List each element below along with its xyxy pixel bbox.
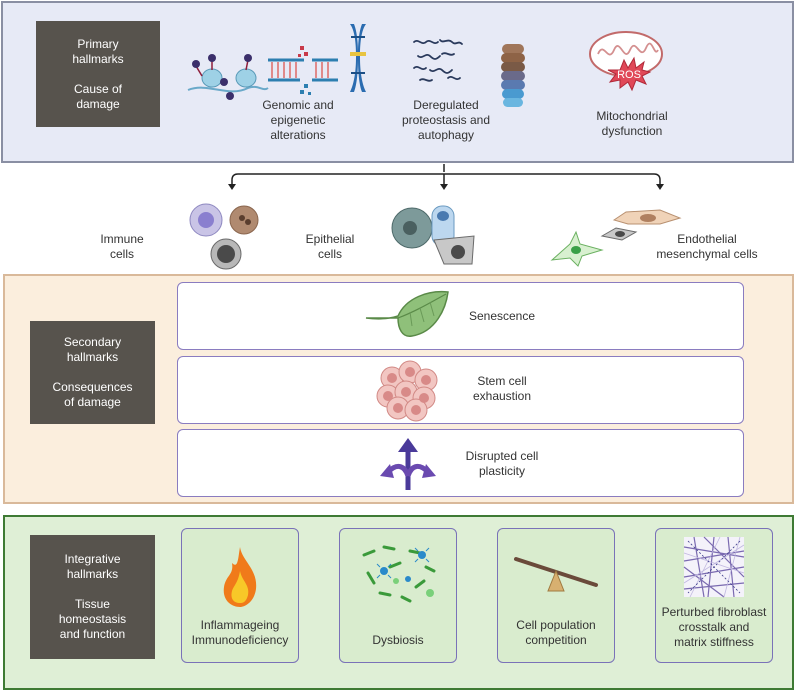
seesaw-icon bbox=[514, 557, 598, 592]
arrow-epithelial bbox=[440, 184, 448, 190]
stem-cell-label: Stem cell exhaustion bbox=[472, 374, 532, 403]
stem-cell-row bbox=[177, 356, 744, 424]
misfolded-protein-icon bbox=[413, 39, 463, 82]
leaf-icon bbox=[365, 290, 449, 337]
senescence-label: Senescence bbox=[468, 309, 536, 323]
integrative-sub-line1: Tissue bbox=[75, 597, 110, 611]
integrative-label-line2: hallmarks bbox=[66, 567, 119, 581]
integrative-label-line1: Integrative bbox=[64, 552, 121, 566]
epithelial-cells-label: Epithelial cells bbox=[305, 232, 355, 261]
inflammageing-line2: Immunodeficiency bbox=[191, 633, 289, 647]
microbes-icon bbox=[362, 545, 436, 603]
inflammageing-line1: Inflammageing bbox=[200, 618, 280, 632]
plasticity-row bbox=[177, 429, 744, 497]
genomic-line3: alterations bbox=[270, 128, 326, 142]
arrow-immune bbox=[228, 184, 236, 190]
primary-sub-line1: Cause of bbox=[73, 81, 123, 96]
mesenchymal-cells-icon bbox=[550, 209, 682, 267]
integrative-sub-line3: and function bbox=[59, 627, 126, 641]
arrow-endothelial bbox=[656, 184, 664, 190]
secondary-sub-line2: of damage bbox=[64, 395, 121, 409]
mito-line2: dysfunction bbox=[601, 124, 663, 138]
mito-line1: Mitochondrial bbox=[596, 109, 668, 123]
plasticity-label: Disrupted cell plasticity bbox=[465, 449, 539, 478]
competition-line2: competition bbox=[525, 633, 587, 647]
dysbiosis-line1: Dysbiosis bbox=[372, 633, 424, 647]
genomic-line1: Genomic and bbox=[262, 98, 334, 112]
diverging-arrows-icon bbox=[380, 438, 436, 490]
mitochondria-caption: Mitochondrial dysfunction bbox=[584, 109, 680, 139]
primary-label-line1: Primary bbox=[77, 36, 119, 51]
immune-cells-icon bbox=[189, 203, 259, 270]
dna-chromatin-icon bbox=[187, 46, 338, 100]
secondary-label-line2: hallmarks bbox=[66, 350, 119, 364]
genomic-caption: Genomic and epigenetic alterations bbox=[248, 98, 348, 143]
endothelial-cells-label: Endothelial mesenchymal cells bbox=[656, 232, 758, 261]
proteostasis-line3: autophagy bbox=[417, 128, 475, 142]
primary-sub-line2: damage bbox=[76, 96, 120, 111]
fibroblast-line1: Perturbed fibroblast bbox=[661, 605, 767, 619]
epithelial-cells-icon bbox=[391, 205, 475, 265]
flame-icon bbox=[223, 547, 257, 607]
genomic-line2: epigenetic bbox=[270, 113, 326, 127]
fibroblast-line3: matrix stiffness bbox=[674, 635, 754, 649]
competition-line1: Cell population bbox=[516, 618, 596, 632]
proteostasis-caption: Deregulated proteostasis and autophagy bbox=[394, 98, 498, 143]
immune-cells-label: Immune cells bbox=[100, 232, 144, 261]
secondary-sub-line1: Consequences bbox=[52, 380, 133, 394]
proteostasis-line2: proteostasis and bbox=[401, 113, 491, 127]
fibroblast-line2: crosstalk and bbox=[678, 620, 750, 634]
proteasome-icon bbox=[501, 44, 525, 107]
dysbiosis-card: Dysbiosis bbox=[339, 528, 457, 663]
chromosome-icon bbox=[350, 24, 366, 92]
ros-label: ROS bbox=[617, 69, 641, 81]
primary-label-line2: hallmarks bbox=[72, 51, 124, 66]
secondary-label-line1: Secondary bbox=[63, 335, 122, 349]
fibroblast-card: Perturbed fibroblast crosstalk and matri… bbox=[655, 528, 773, 663]
mitochondrion-icon: ROS bbox=[589, 31, 663, 92]
integrative-sub-line2: homeostasis bbox=[58, 612, 127, 626]
matrix-fibers-icon bbox=[683, 536, 745, 598]
cell-competition-card: Cell population competition bbox=[497, 528, 615, 663]
inflammageing-card: Inflammageing Immunodeficiency bbox=[181, 528, 299, 663]
stem-cell-cluster-icon bbox=[376, 360, 438, 422]
proteostasis-line1: Deregulated bbox=[413, 98, 479, 112]
branch-arrows bbox=[228, 164, 664, 190]
senescence-row bbox=[177, 282, 744, 350]
